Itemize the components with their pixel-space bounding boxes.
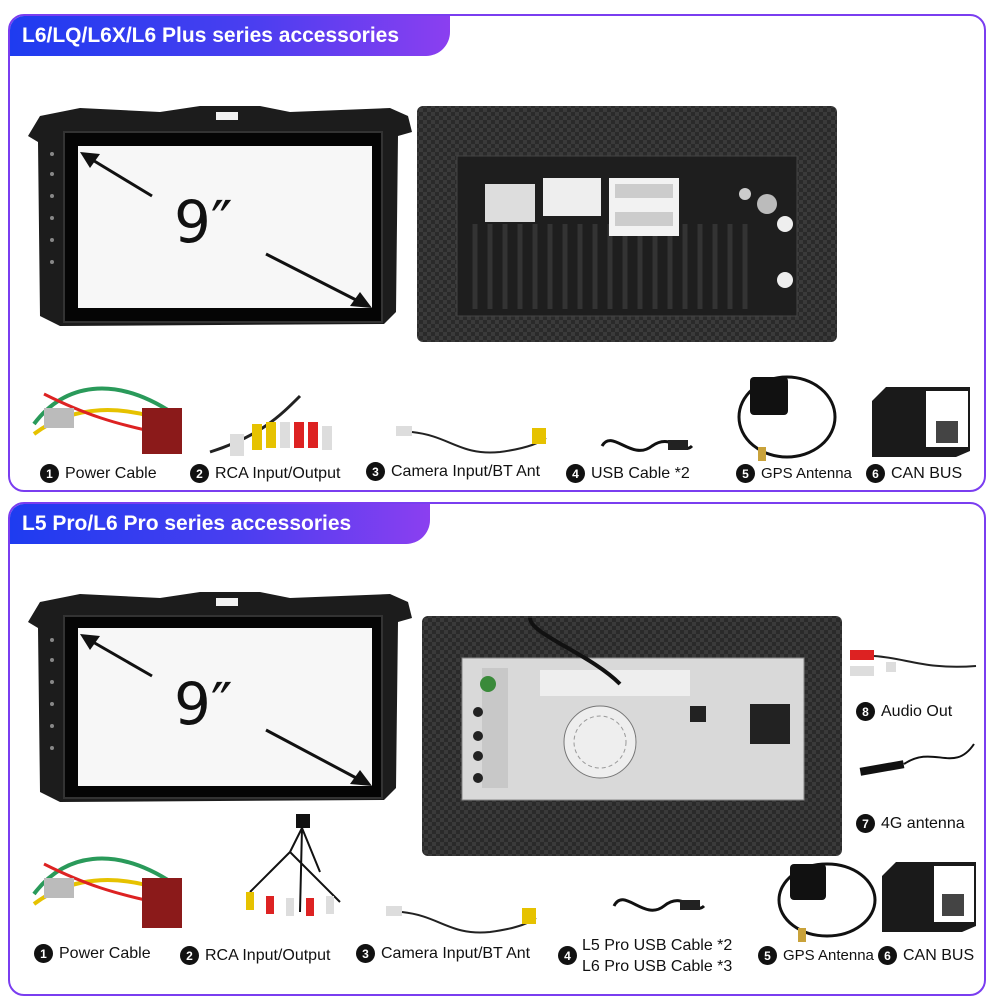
accessory-item-line: L5 Pro USB Cable *2 — [582, 937, 733, 954]
screen-size-label: 9″ — [174, 188, 233, 256]
canbus-box-image — [882, 862, 976, 932]
accessory-item: 4 — [558, 946, 583, 965]
gps-antenna-image — [777, 862, 877, 942]
rca-cable-image — [209, 394, 332, 456]
section-title: L6/LQ/L6X/L6 Plus series accessories — [10, 16, 450, 56]
rca-cable-image — [246, 814, 341, 916]
head-unit-front-image — [28, 592, 412, 802]
head-unit-back-image — [422, 616, 842, 856]
usb-cable-image — [612, 898, 706, 912]
audio-out-cable-image — [850, 650, 977, 676]
head-unit-front-image — [28, 106, 412, 326]
gps-antenna-image — [737, 375, 837, 461]
screen-size-label: 9″ — [174, 670, 233, 738]
canbus-box-image — [872, 387, 970, 457]
4g-antenna-image — [859, 743, 975, 776]
power-cable-image — [32, 386, 182, 454]
usb-cable-image — [600, 439, 694, 452]
accessories-panel-1: L6/LQ/L6X/L6 Plus series accessories 9″ — [8, 14, 986, 492]
accessory-item-line: L6 Pro USB Cable *3 — [582, 958, 733, 975]
power-cable-image — [32, 856, 182, 928]
section-title: L5 Pro/L6 Pro series accessories — [10, 504, 430, 544]
camera-cable-image — [396, 426, 547, 454]
head-unit-back-image — [417, 106, 837, 342]
camera-cable-image — [386, 906, 537, 934]
